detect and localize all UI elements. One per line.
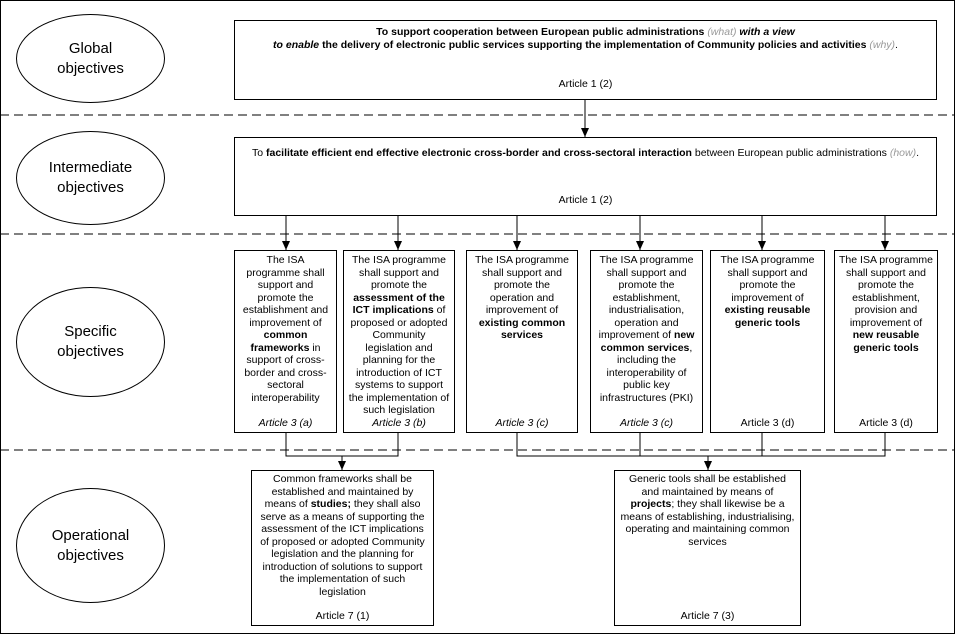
global-what: (what) — [707, 26, 737, 38]
operational-bold: projects — [630, 498, 672, 510]
article-ref: Article 7 (1) — [315, 609, 370, 622]
level-label: Specific — [64, 323, 117, 340]
global-text: To support cooperation between European … — [376, 26, 705, 38]
article-ref: Article 1 (2) — [558, 194, 613, 206]
level-ellipse-operational: Operational objectives — [16, 488, 165, 603]
specific-text: The ISA programme shall support and prom… — [242, 254, 329, 329]
level-label: Global — [68, 39, 113, 57]
global-text: with a view — [739, 26, 795, 38]
level-label: objectives — [57, 179, 124, 196]
intermediate-objective-box: To facilitate efficient end effective el… — [234, 137, 937, 216]
specific-text: The ISA programme shall support and prom… — [839, 254, 933, 329]
operational-objective-box: Generic tools shall be established and m… — [614, 470, 801, 626]
specific-bold: common frameworks — [250, 329, 310, 354]
specific-objective-box: The ISA programme shall support and prom… — [343, 250, 455, 433]
level-label: objectives — [57, 343, 124, 360]
article-ref: Article 3 (b) — [372, 416, 426, 429]
connector-line — [285, 433, 399, 457]
article-ref: Article 1 (2) — [558, 78, 613, 90]
global-text: the delivery of electronic public servic… — [322, 39, 867, 51]
global-objective-box: To support cooperation between European … — [234, 20, 937, 100]
specific-text: of proposed or adopted Community legisla… — [348, 304, 450, 416]
specific-bold: assessment of the ICT implications — [352, 291, 445, 317]
specific-objective-box: The ISA programme shall support and prom… — [234, 250, 337, 433]
intermediate-text: facilitate efficient end effective elect… — [265, 147, 692, 159]
intermediate-how: (how) — [889, 147, 917, 159]
level-label: Intermediate — [48, 159, 133, 176]
specific-bold: new common services — [600, 329, 695, 354]
specific-text: The ISA programme shall support and prom… — [475, 254, 569, 316]
article-ref: Article 3 (c) — [619, 416, 674, 429]
intermediate-text: To — [251, 147, 264, 159]
operational-text: they shall also serve as a means of supp… — [260, 498, 425, 598]
intermediate-text: . — [916, 147, 920, 159]
level-ellipse-intermediate: Intermediate objectives — [16, 131, 165, 225]
level-ellipse-global: Global objectives — [16, 14, 165, 103]
specific-bold: existing reusable generic tools — [724, 304, 811, 329]
specific-objective-box: The ISA programme shall support and prom… — [710, 250, 825, 433]
connector-line — [516, 433, 886, 457]
level-ellipse-specific: Specific objectives — [16, 287, 165, 397]
article-ref: Article 7 (3) — [680, 609, 735, 622]
specific-bold: existing common services — [478, 316, 566, 342]
intermediate-text: between European public administrations — [694, 147, 887, 159]
level-label: objectives — [57, 59, 124, 77]
specific-bold: new reusable generic tools — [852, 329, 920, 354]
operational-bold: studies; — [310, 498, 351, 510]
operational-objective-box: Common frameworks shall be established a… — [251, 470, 434, 626]
specific-text: The ISA programme shall support and prom… — [720, 254, 815, 304]
global-text: to enable — [273, 39, 320, 51]
level-label: Operational — [51, 526, 130, 544]
article-ref: Article 3 (d) — [740, 416, 795, 429]
global-why: (why) — [869, 39, 896, 51]
operational-text: Generic tools shall be established and m… — [628, 473, 786, 498]
specific-text: in support of cross-border and cross-sec… — [244, 341, 327, 404]
specific-text: The ISA programme shall support and prom… — [352, 254, 446, 291]
operational-text: ; they shall likewise be a means of esta… — [620, 498, 795, 548]
article-ref: Article 3 (a) — [258, 416, 313, 429]
level-label: objectives — [57, 546, 124, 564]
specific-text: , including the interoperability of publ… — [599, 341, 694, 404]
specific-objective-box: The ISA programme shall support and prom… — [590, 250, 703, 433]
global-text: . — [895, 39, 898, 51]
article-ref: Article 3 (c) — [495, 416, 549, 429]
specific-text: The ISA programme shall support and prom… — [598, 254, 694, 341]
article-ref: Article 3 (d) — [859, 416, 913, 429]
operational-text: Common frameworks shall be established a… — [264, 473, 414, 510]
specific-objective-box: The ISA programme shall support and prom… — [466, 250, 578, 433]
specific-objective-box: The ISA programme shall support and prom… — [834, 250, 938, 433]
